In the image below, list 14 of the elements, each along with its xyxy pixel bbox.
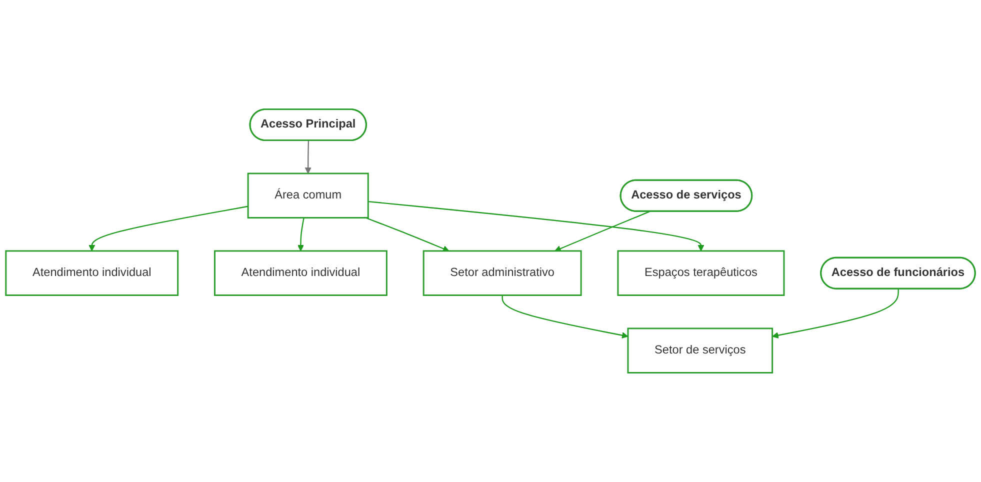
node-box: Atendimento individual (214, 250, 388, 296)
arrow (365, 217, 450, 252)
arrow (304, 140, 312, 174)
node-box: Setor de serviços (627, 328, 774, 374)
arrow (368, 200, 704, 252)
node-box: Área comum (247, 172, 369, 218)
arrow (297, 218, 304, 252)
arrow (502, 295, 628, 338)
node-box: Espaços terapêuticos (617, 250, 785, 296)
arrow (772, 288, 899, 338)
arrow (88, 206, 248, 252)
node-box: Atendimento individual (5, 250, 179, 296)
node-box: Setor administrativo (422, 250, 582, 296)
arrow (554, 210, 650, 252)
